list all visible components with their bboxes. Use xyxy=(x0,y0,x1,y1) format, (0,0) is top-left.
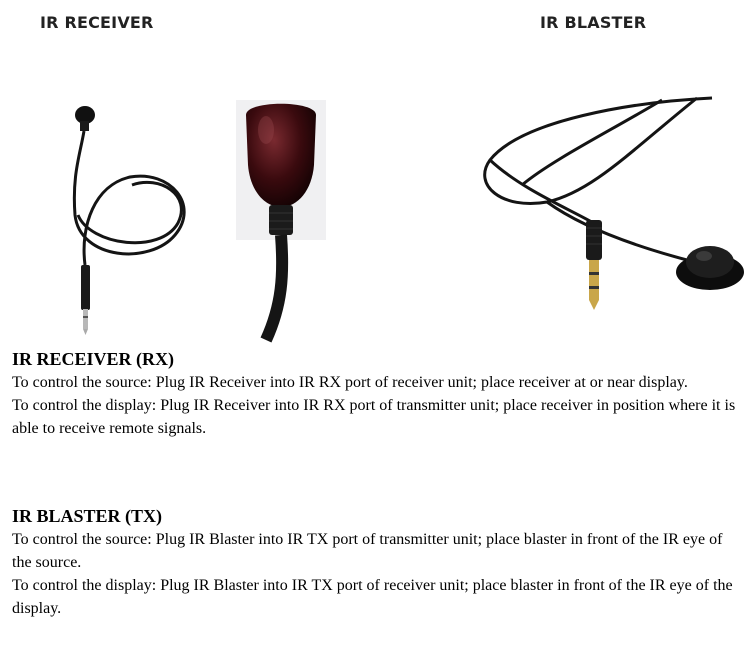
ir-receiver-closeup-photo xyxy=(236,100,326,343)
ir-blaster-section: IR BLASTER (TX) To control the source: P… xyxy=(12,504,742,620)
ir-blaster-photo xyxy=(483,96,744,310)
ir-receiver-section-title: IR RECEIVER (RX) xyxy=(12,349,175,369)
ir-receiver-source-instructions: To control the source: Plug IR Receiver … xyxy=(12,374,688,391)
ir-receiver-photo xyxy=(72,106,186,335)
ir-receiver-section: IR RECEIVER (RX) To control the source: … xyxy=(12,347,742,440)
ir-blaster-source-instructions: To control the source: Plug IR Blaster i… xyxy=(12,531,723,571)
ir-receiver-display-instructions: To control the display: Plug IR Receiver… xyxy=(12,397,736,437)
ir-blaster-display-instructions: To control the display: Plug IR Blaster … xyxy=(12,577,733,617)
ir-receiver-header: IR RECEIVER xyxy=(40,13,154,32)
ir-blaster-section-title: IR BLASTER (TX) xyxy=(12,506,163,526)
ir-blaster-header: IR BLASTER xyxy=(540,13,647,32)
